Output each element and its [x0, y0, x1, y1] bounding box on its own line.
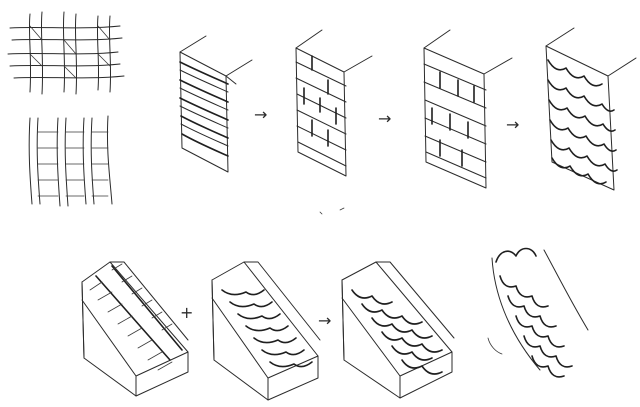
stepped-block-ramp-slats: [81, 261, 189, 397]
facade-panel-interlocked-blocks: [295, 29, 373, 177]
sequence-arrow: →: [378, 109, 391, 128]
stepped-block-canopy-steps: [211, 261, 321, 401]
sequence-arrow: →: [506, 115, 519, 134]
facade-panel-louvres: [179, 35, 253, 173]
sequence-arrow: →: [254, 105, 267, 124]
facade-panel-staggered-pads: [423, 29, 513, 189]
sequence-plus: +: [180, 303, 193, 322]
scale-detail-sketch: [487, 247, 589, 378]
woven-grid-sketch: [7, 11, 125, 95]
sequence-arrow: →: [318, 311, 331, 330]
facade-panel-scale-shingles: [545, 27, 637, 191]
stray-mark: [319, 207, 345, 215]
ladder-rails-sketch: [28, 115, 113, 207]
stepped-block-scalloped-canopies: [341, 261, 455, 399]
